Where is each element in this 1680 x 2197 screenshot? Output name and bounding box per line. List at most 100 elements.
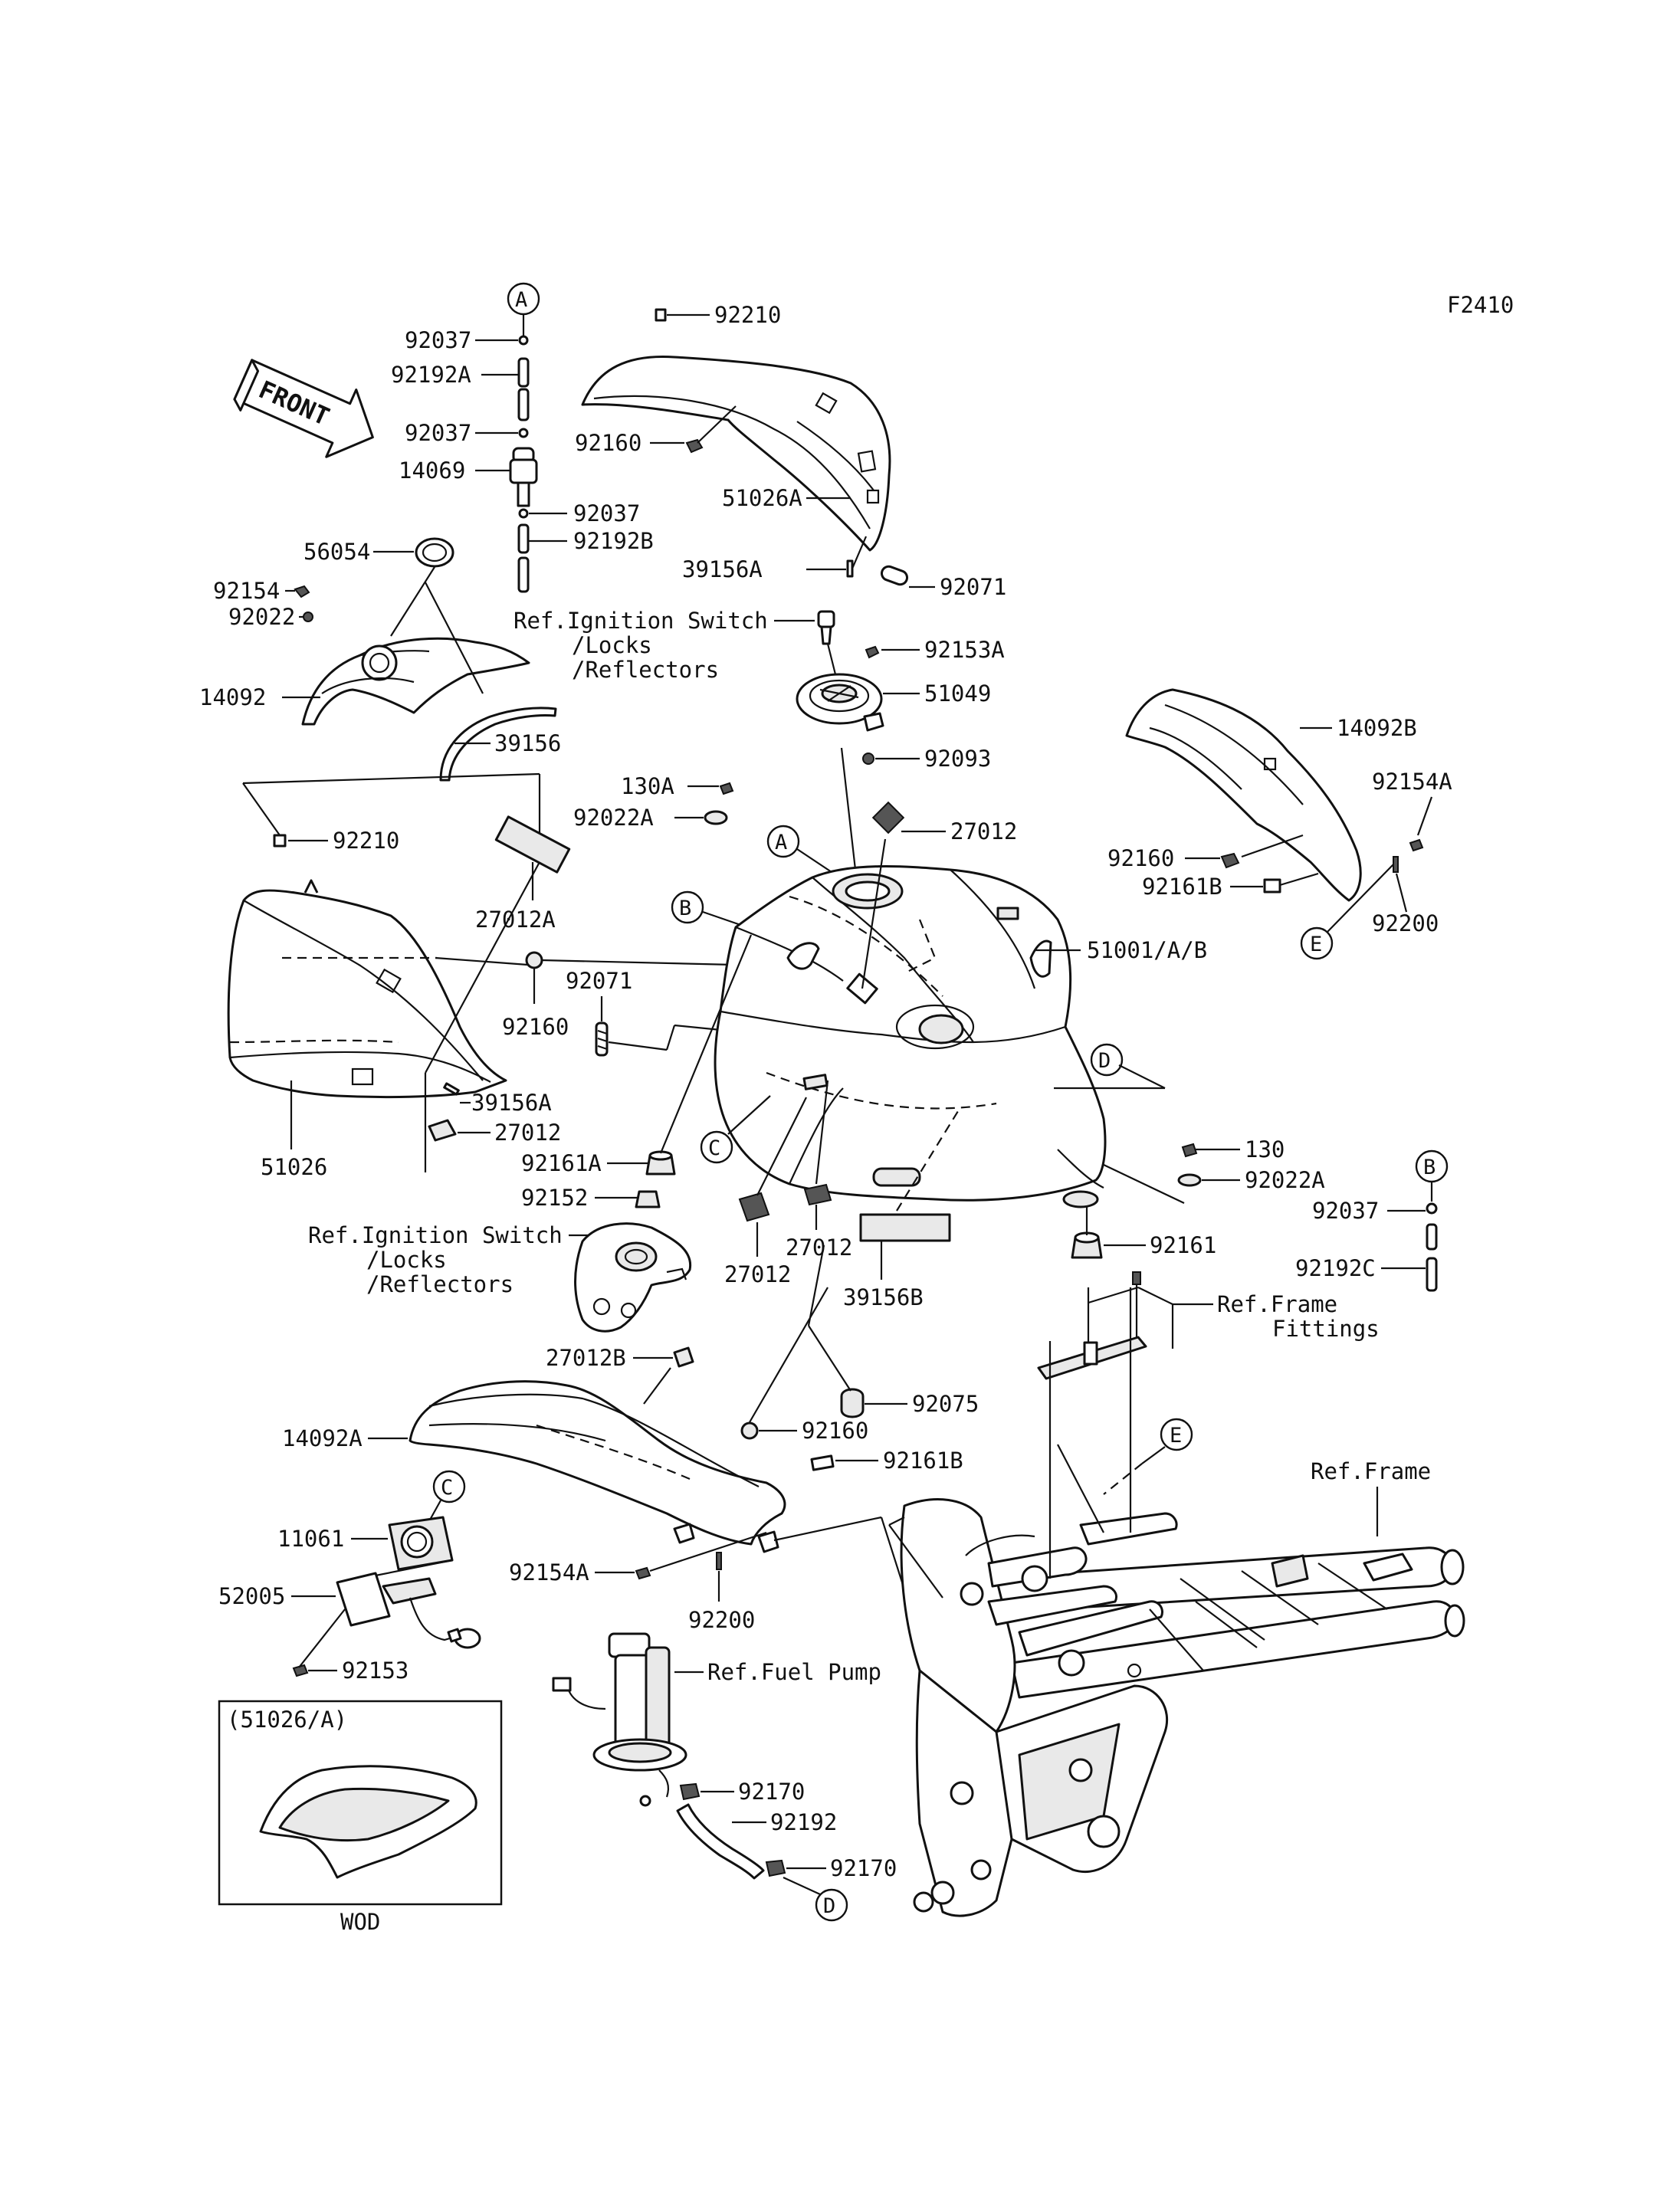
- svg-text:D: D: [823, 1894, 835, 1918]
- svg-text:Ref.Ignition Switch: Ref.Ignition Switch: [308, 1222, 563, 1248]
- svg-text:92071: 92071: [566, 968, 632, 994]
- part-56054: 56054: [304, 537, 454, 568]
- svg-text:52005: 52005: [218, 1583, 285, 1609]
- part-fuel-cap-bolt: [817, 610, 835, 645]
- part-fuel-pump: [552, 1632, 704, 1807]
- part-92037-a: 92037: [405, 327, 529, 353]
- part-27012-under-2: 27012: [786, 1080, 852, 1261]
- svg-text:92093: 92093: [924, 746, 991, 772]
- inset-51026a-wod: (51026/A) WOD: [218, 1700, 503, 1935]
- ref-fuel-pump: Ref.Fuel Pump: [707, 1659, 881, 1685]
- svg-text:92037: 92037: [1312, 1198, 1379, 1224]
- part-92093: 92093: [862, 746, 991, 772]
- marker-d-tank: D: [1054, 1043, 1166, 1090]
- part-92154a-right: 92154A: [1372, 769, 1452, 852]
- ref-ignition-mid: Ref.Ignition Switch /Locks /Reflectors: [308, 1222, 605, 1297]
- part-92160-tank-left: 92160: [502, 951, 767, 1040]
- svg-text:92192B: 92192B: [573, 528, 654, 554]
- svg-text:92154A: 92154A: [1372, 769, 1452, 795]
- svg-text:130: 130: [1245, 1136, 1285, 1162]
- svg-text:11061: 11061: [277, 1526, 344, 1552]
- svg-text:92192C: 92192C: [1295, 1255, 1376, 1281]
- svg-text:C: C: [441, 1476, 453, 1500]
- part-92192-hose: 92192: [676, 1803, 837, 1880]
- svg-text:92022: 92022: [228, 604, 295, 630]
- part-92153: 92153: [292, 1608, 409, 1684]
- marker-c-lower: C: [428, 1470, 466, 1522]
- svg-text:92153A: 92153A: [924, 637, 1005, 663]
- svg-text:92161B: 92161B: [883, 1448, 963, 1474]
- ref-frame: Ref.Frame: [1311, 1458, 1431, 1536]
- svg-text:92210: 92210: [714, 302, 781, 328]
- svg-text:92170: 92170: [830, 1855, 897, 1881]
- svg-text:92160: 92160: [502, 1014, 569, 1040]
- part-130: 130: [1181, 1136, 1285, 1162]
- svg-text:92161B: 92161B: [1142, 874, 1222, 900]
- svg-text:/Reflectors: /Reflectors: [366, 1271, 514, 1297]
- svg-text:A: A: [515, 288, 527, 312]
- part-39156a-left: 39156A: [443, 1082, 552, 1116]
- svg-text:D: D: [1098, 1049, 1111, 1073]
- part-27012a: 27012A: [475, 815, 571, 933]
- svg-text:92152: 92152: [521, 1185, 588, 1211]
- part-27012-left: 27012: [428, 1119, 561, 1146]
- part-92192b: 92192B: [517, 523, 654, 593]
- svg-text:92161: 92161: [1150, 1232, 1216, 1258]
- part-52005: 52005: [218, 1559, 481, 1649]
- svg-text:92200: 92200: [688, 1607, 755, 1633]
- svg-text:27012: 27012: [786, 1235, 852, 1261]
- svg-text:C: C: [708, 1136, 720, 1160]
- svg-text:/Locks: /Locks: [572, 632, 652, 658]
- svg-text:92170: 92170: [738, 1779, 805, 1805]
- svg-text:92210: 92210: [333, 828, 399, 854]
- part-92022a-upper: 92022A: [573, 805, 728, 831]
- part-92160-lower: 92160: [740, 1287, 868, 1444]
- svg-text:92071: 92071: [940, 574, 1006, 600]
- part-92192a: 92192A: [391, 357, 530, 388]
- part-92037-b: 92037: [405, 420, 529, 446]
- part-92022: 92022: [228, 604, 313, 630]
- svg-text:51049: 51049: [924, 680, 991, 707]
- svg-text:92037: 92037: [573, 500, 640, 526]
- part-92154a-lower: 92154A: [509, 1559, 651, 1585]
- part-39156b: 39156B: [843, 1110, 959, 1310]
- part-14069: 14069: [399, 447, 538, 507]
- svg-text:E: E: [1310, 933, 1322, 956]
- part-14092b: 14092B: [1125, 688, 1417, 902]
- svg-text:92192: 92192: [770, 1809, 837, 1835]
- part-frame-fitting-bracket: [1037, 1271, 1147, 1380]
- svg-text:130A: 130A: [621, 773, 674, 799]
- part-92161a: 92161A: [521, 934, 753, 1176]
- label-51001: 51001/A/B: [1087, 937, 1207, 963]
- part-92152: 92152: [521, 1185, 661, 1211]
- svg-text:27012: 27012: [950, 818, 1017, 844]
- part-27012-top: 27012: [871, 801, 1017, 844]
- marker-b-right: B: [1415, 1149, 1449, 1202]
- part-92210-left: 92210: [273, 828, 399, 854]
- marker-a-top: A: [507, 282, 540, 316]
- ref-frame-fittings: Ref.Frame Fittings: [1088, 1286, 1380, 1349]
- part-51026a: [581, 355, 891, 552]
- part-51049: 51049: [796, 673, 991, 732]
- part-92161b-right: 92161B: [1142, 872, 1319, 900]
- svg-text:27012: 27012: [724, 1261, 791, 1287]
- svg-text:27012A: 27012A: [475, 907, 556, 933]
- svg-text:92037: 92037: [405, 420, 471, 446]
- svg-text:/Reflectors: /Reflectors: [572, 657, 719, 683]
- svg-text:92192A: 92192A: [391, 362, 471, 388]
- svg-text:92160: 92160: [1107, 845, 1174, 871]
- svg-text:A: A: [775, 831, 787, 854]
- part-92210-top: 92210: [655, 302, 781, 328]
- svg-text:14092B: 14092B: [1337, 715, 1417, 741]
- svg-text:39156B: 39156B: [843, 1284, 924, 1310]
- part-tube-segment: [517, 388, 530, 421]
- svg-text:14069: 14069: [399, 457, 465, 484]
- svg-text:92153: 92153: [342, 1658, 409, 1684]
- svg-text:27012B: 27012B: [546, 1345, 626, 1371]
- part-130a: 130A: [621, 773, 734, 799]
- part-92160-upper: 92160: [575, 405, 737, 456]
- svg-text:92075: 92075: [912, 1391, 979, 1417]
- svg-text:27012: 27012: [494, 1120, 561, 1146]
- front-arrow-icon: FRONT: [233, 359, 374, 458]
- svg-text:B: B: [1423, 1156, 1436, 1179]
